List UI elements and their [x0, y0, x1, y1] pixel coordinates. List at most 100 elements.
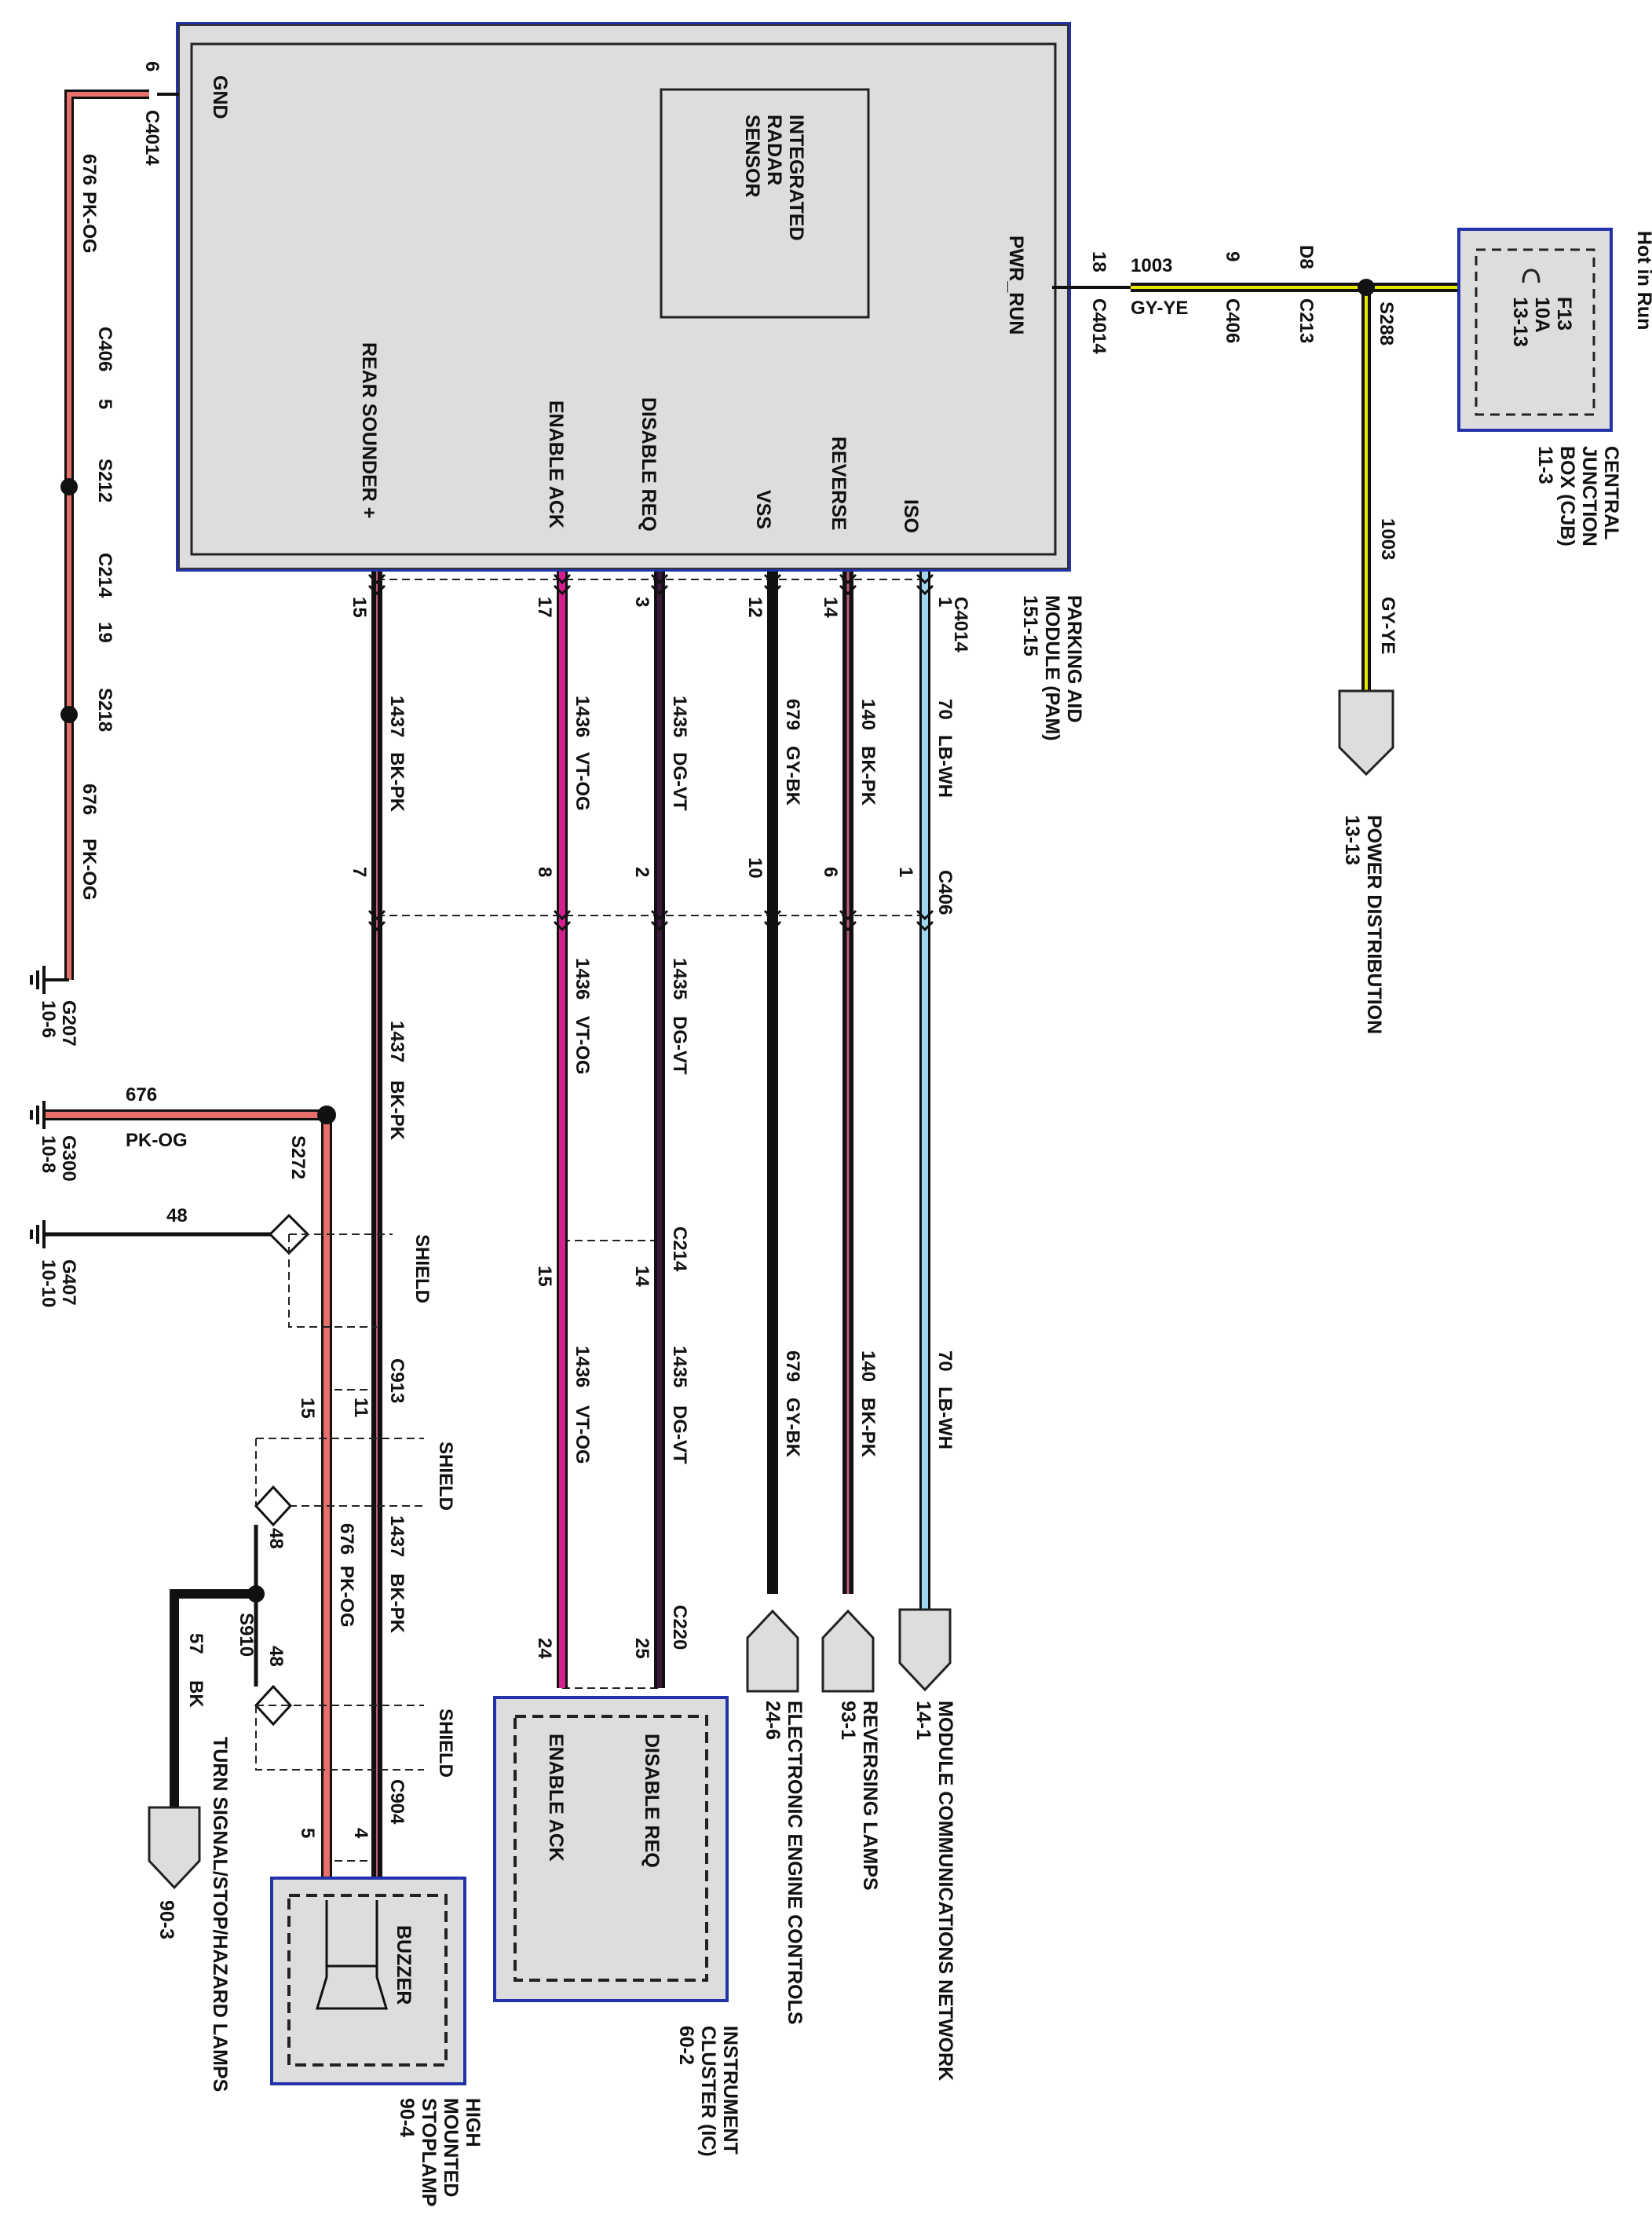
vss-pin-top: 12: [744, 597, 766, 618]
sensor-label-2: RADAR: [763, 115, 785, 185]
snd-pin-c904: 4: [350, 1828, 371, 1839]
shield-ground-wire[interactable]: [30, 1213, 393, 1328]
shield-label-1: SHIELD: [411, 1234, 433, 1303]
splice-s218: [60, 706, 78, 723]
rev-pin-c406: 6: [820, 867, 841, 877]
fuse-label-2: 10A: [1531, 297, 1553, 333]
snd-wire2-num: 1437: [386, 1021, 408, 1062]
buzzer-label: BUZZER: [393, 1925, 415, 2005]
wire-48b: 48: [265, 1646, 287, 1667]
snd-wire3-color: BK-PK: [386, 1573, 408, 1634]
pwr-down-color: GY-YE: [1377, 597, 1398, 654]
parking-aid-module[interactable]: INTEGRATED RADAR SENSOR GND PWR_RUN REAR…: [176, 22, 1071, 572]
cjb-title-4: 11-3: [1534, 446, 1556, 484]
dis-wire2-num: 1435: [669, 958, 690, 1000]
ena-pin-top: 17: [534, 597, 555, 618]
pin-label-vss: VSS: [752, 490, 774, 529]
pwr-c4014-pin: 18: [1088, 251, 1109, 272]
gnd-c214: C214: [94, 553, 115, 598]
splice-s212: [60, 478, 78, 495]
snd-pin-c913: 11: [350, 1398, 371, 1417]
pin-chevron: [839, 909, 857, 932]
gnd-c4014: C4014: [141, 110, 163, 166]
pin-label-disable-req: DISABLE REQ: [638, 397, 660, 532]
pk-og-wire: 676: [336, 1523, 357, 1555]
pwr-c213-pin: D8: [1296, 245, 1317, 269]
pk-og-pin-c904: 5: [297, 1828, 318, 1838]
pwr-c406-pin: 9: [1222, 251, 1243, 261]
pwr-wire-color: GY-YE: [1131, 298, 1188, 319]
g300-wire: 676: [126, 1084, 157, 1106]
iso-wire-color: LB-WH: [934, 735, 956, 798]
fuse-label-3: 13-13: [1509, 297, 1531, 347]
reversing-lamps-connector-icon: [821, 1609, 875, 1693]
cjb-title-2: JUNCTION: [1578, 446, 1600, 546]
dis-wire3-color: DG-VT: [669, 1405, 690, 1464]
pin-chevron: [367, 573, 386, 596]
s910-label: S910: [236, 1613, 257, 1657]
ic-disable-req: DISABLE REQ: [641, 1734, 663, 1868]
module-comm-label-1: MODULE COMMUNICATIONS NETWORK: [934, 1701, 956, 2081]
ena-wire-color: VT-OG: [572, 752, 593, 811]
snd-pin-c406: 7: [349, 867, 370, 877]
pwr-c406: C406: [1222, 298, 1243, 343]
cjb-title-3: BOX (CJB): [1556, 446, 1578, 546]
shield-label-2: SHIELD: [435, 1442, 456, 1511]
iso-c4014: C4014: [950, 597, 971, 652]
hmsl-title-4: 90-4: [396, 2098, 418, 2137]
iso-pin-c406: 1: [895, 867, 916, 877]
pin-chevron: [839, 573, 857, 596]
connector-pins: [367, 573, 934, 932]
module-comm-label-2: 14-1: [912, 1701, 934, 1740]
ic-title-2: CLUSTER (IC): [697, 2026, 719, 2157]
radar-sensor-box: [660, 88, 870, 319]
vss-wire2-color: GY-BK: [782, 1398, 803, 1458]
g300-ref: 10-8: [38, 1135, 59, 1173]
vss-wire[interactable]: [746, 572, 799, 1693]
gnd-s218: S218: [94, 688, 115, 732]
hmsl-title-2: MOUNTED: [440, 2098, 462, 2197]
snd-c904: C904: [386, 1779, 408, 1825]
high-mounted-stoplamp[interactable]: BUZZER: [270, 1877, 466, 2085]
iso-wire[interactable]: [898, 572, 952, 1692]
ground-wire-path[interactable]: [30, 90, 179, 994]
reverse-wire[interactable]: [821, 572, 875, 1693]
shield-drain-icon-2: [254, 1485, 293, 1527]
wire-57-color: BK: [185, 1680, 206, 1708]
pk-og-lower-wire[interactable]: [30, 1101, 336, 1900]
pam-title-2: MODULE (PAM): [1041, 595, 1063, 741]
instrument-cluster[interactable]: DISABLE REQ ENABLE ACK: [493, 1696, 729, 2002]
g407-label: G407: [58, 1259, 79, 1306]
rev-wire2-color: BK-PK: [857, 1398, 879, 1458]
iso-wire2-color: LB-WH: [934, 1387, 956, 1449]
dis-wire-num: 1435: [669, 696, 690, 737]
power-wire[interactable]: [1052, 279, 1457, 777]
pin-chevron: [763, 573, 782, 596]
ic-title-1: INSTRUMENT: [719, 2026, 741, 2154]
wire-57: 57: [185, 1633, 206, 1654]
sensor-label-3: SENSOR: [741, 115, 763, 198]
central-junction-box[interactable]: F13 10A 13-13: [1457, 228, 1613, 432]
iso-pin-top: 1: [934, 597, 956, 607]
snd-wire2-color: BK-PK: [386, 1080, 408, 1141]
s272-label: S272: [287, 1135, 309, 1179]
pin-label-pwr-run: PWR_RUN: [1005, 236, 1027, 334]
sensor-label-1: INTEGRATED: [785, 115, 807, 241]
hot-in-run: Hot in Run: [1633, 231, 1652, 330]
vss-wire-color: GY-BK: [782, 746, 803, 806]
pin-chevron: [650, 909, 669, 932]
lower-shield-wires[interactable]: [148, 1438, 424, 1890]
pin-chevron: [553, 573, 572, 596]
pin-chevron: [553, 909, 572, 932]
g300-label: G300: [58, 1135, 79, 1182]
dis-wire3-num: 1435: [669, 1346, 690, 1387]
gnd-color: PK-OG: [79, 192, 100, 254]
hmsl-title-1: HIGH: [462, 2098, 484, 2147]
ena-pin-c214: 15: [534, 1266, 555, 1287]
engine-controls-label-2: 24-6: [762, 1701, 784, 1740]
rev-wire-color: BK-PK: [857, 746, 879, 806]
pwr-wire-num: 1003: [1131, 255, 1172, 276]
pin-chevron: [367, 909, 386, 932]
pin-chevron: [916, 573, 934, 596]
